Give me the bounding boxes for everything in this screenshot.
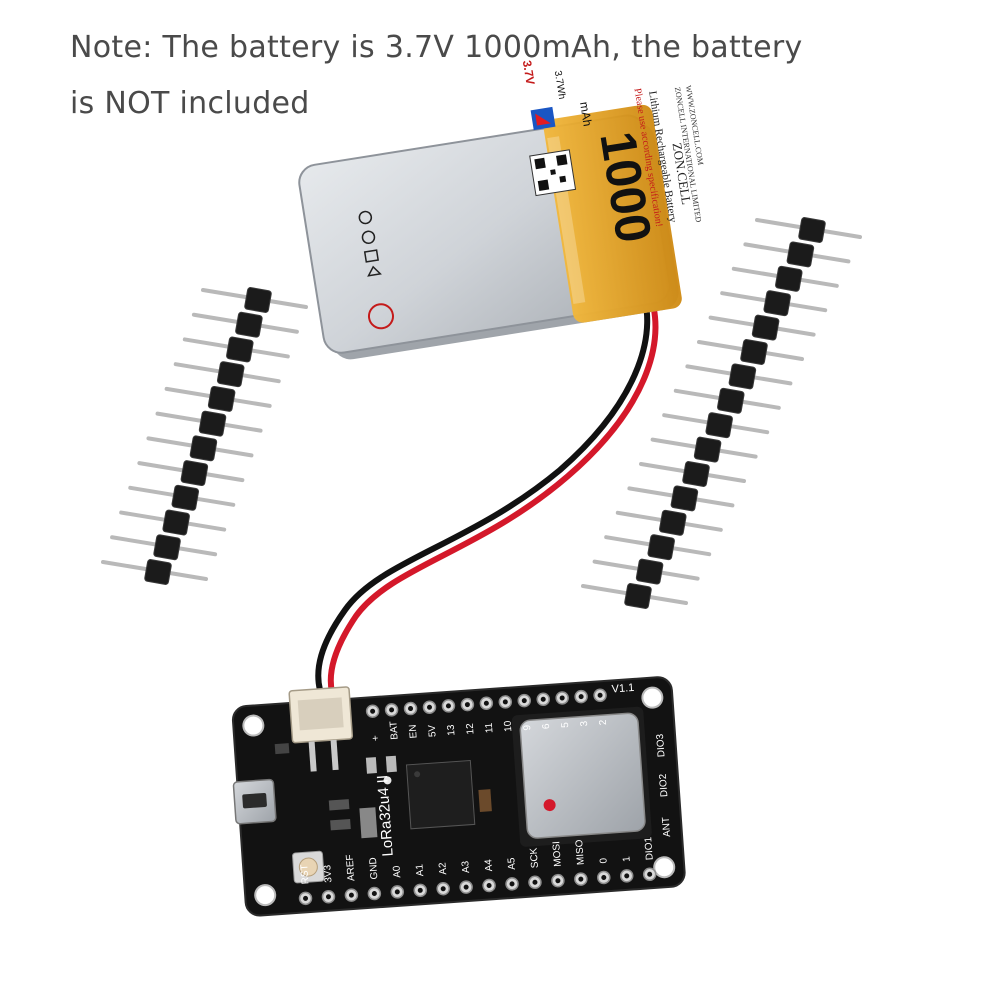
header-block	[693, 436, 722, 463]
header-block	[705, 412, 733, 439]
pin-label: 12	[465, 722, 477, 734]
header-block	[798, 217, 826, 243]
pin-label: 6	[541, 723, 552, 730]
pin-label: A0	[391, 865, 403, 878]
header-block	[682, 461, 710, 487]
pin-label: 1	[621, 855, 632, 862]
battery-wires	[315, 282, 659, 695]
jst-battery-connector[interactable]	[288, 686, 355, 773]
note-line-2: is NOT included	[70, 86, 310, 121]
top-pin-labels: + BAT EN 5V 13 12 11 10 9 6 5 3 2	[370, 719, 609, 742]
pin-label: SCK	[529, 847, 541, 869]
header-block	[162, 509, 190, 536]
header-block	[659, 509, 687, 536]
battery-energy: 3.7Wh	[552, 70, 567, 100]
lora-module	[511, 706, 652, 847]
header-block	[775, 265, 803, 292]
brand-logo-icon	[530, 106, 556, 131]
pin-label: A3	[460, 860, 472, 873]
header-block	[144, 559, 172, 585]
pin-label: MISO	[574, 839, 587, 865]
header-block	[728, 363, 757, 390]
bottom-pin-pads	[298, 867, 657, 906]
header-block	[235, 311, 263, 338]
header-block	[624, 583, 652, 609]
pin-label: 11	[484, 722, 496, 734]
note-line-1: Note: The battery is 3.7V 1000mAh, the b…	[70, 30, 803, 65]
header-block	[207, 385, 236, 412]
atmega32u4-chip	[405, 759, 476, 830]
pin-label: DIO2	[658, 773, 671, 797]
status-dot	[543, 799, 556, 812]
header-block	[216, 361, 245, 388]
pin-label: BAT	[388, 721, 400, 740]
pin-label: 5V	[427, 724, 439, 737]
header-block	[244, 287, 272, 313]
pin-label: AREF	[345, 854, 358, 881]
header-block	[198, 410, 227, 437]
smd-components	[274, 743, 492, 839]
battery-unit: mAh	[577, 101, 595, 128]
reset-button[interactable]	[292, 850, 325, 884]
header-block	[189, 435, 218, 462]
battery-voltage: 3.7V	[520, 59, 538, 86]
pin-label: DIO3	[655, 733, 668, 757]
pin-label: GND	[368, 857, 381, 880]
pin-label: DIO1	[643, 836, 656, 860]
header-block	[226, 336, 254, 363]
header-block	[763, 290, 791, 317]
mount-hole	[242, 714, 265, 737]
pin-header-right	[581, 217, 862, 609]
certification-icons	[358, 210, 382, 277]
mount-hole	[653, 856, 676, 879]
header-block	[786, 241, 815, 268]
mount-hole	[641, 686, 664, 709]
pin-label: A4	[483, 858, 495, 871]
pin-label: A2	[437, 862, 449, 875]
pin-label: +	[370, 735, 381, 742]
mount-hole	[254, 884, 277, 907]
header-block	[647, 534, 675, 561]
pin-label: 2	[598, 719, 609, 726]
pin-label: 3	[579, 720, 590, 727]
pin-label: MOSI	[551, 841, 564, 867]
qr-code-icon	[534, 154, 568, 191]
pin-label: 5	[560, 721, 571, 728]
header-block	[171, 484, 200, 511]
header-block	[180, 460, 209, 487]
pin-header-left	[101, 287, 308, 585]
pin-label: 9	[522, 724, 533, 731]
header-block	[717, 387, 745, 414]
header-block	[751, 314, 780, 341]
header-block	[153, 534, 181, 561]
pin-label: ANT	[661, 817, 673, 838]
note-text: Note: The battery is 3.7V 1000mAh, the b…	[70, 20, 970, 132]
top-pin-pads	[365, 688, 607, 718]
pin-label: RST	[299, 864, 311, 885]
lipo-battery: ZON.CELL Lithium Rechargeable Battery Pl…	[298, 59, 705, 360]
voltage-badge-icon	[367, 303, 394, 330]
pin-label: 10	[503, 720, 515, 732]
pin-label: 3V3	[322, 864, 334, 883]
pin-label: EN	[408, 724, 420, 739]
micro-usb-port[interactable]	[232, 778, 277, 825]
pin-label: 0	[598, 857, 609, 864]
bottom-pin-labels: RST 3V3 AREF GND A0 A1 A2 A3 A4 A5 SCK MOSI MISO 0 1 DI…	[299, 836, 656, 885]
header-block	[635, 558, 664, 585]
header-block	[740, 339, 768, 365]
pin-label: 13	[446, 724, 458, 736]
board-name: LoRa32u4 II	[374, 774, 397, 857]
pin-label: A1	[414, 863, 426, 876]
board-version: V1.1	[611, 682, 634, 696]
header-block	[670, 485, 699, 512]
pin-label: A5	[506, 857, 518, 870]
